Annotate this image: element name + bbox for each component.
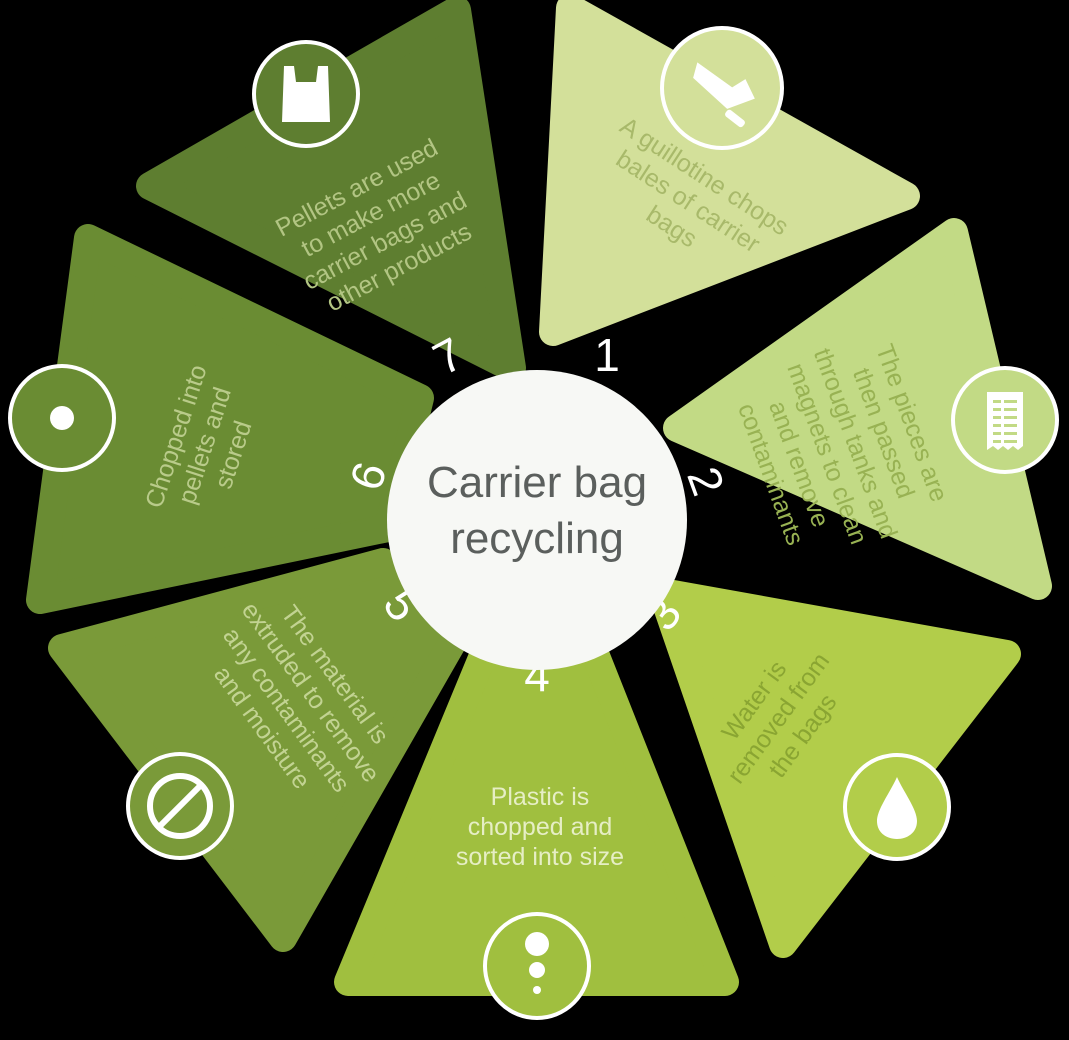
water-drop-icon bbox=[877, 777, 917, 839]
cleaver-icon bbox=[693, 62, 755, 128]
center-title-line2: recycling bbox=[450, 514, 624, 563]
receipt-icon bbox=[987, 392, 1023, 450]
center-hub: Carrier bag recycling bbox=[387, 370, 687, 670]
no-entry-icon bbox=[147, 773, 213, 839]
carrier-bag-icon bbox=[282, 66, 330, 122]
step-description-line: Plastic is bbox=[491, 783, 590, 811]
step-description-line: chopped and bbox=[468, 813, 613, 841]
step-segment-7: Pellets are usedto make morecarrier bags… bbox=[136, 0, 526, 385]
center-title-line1: Carrier bag bbox=[427, 458, 647, 507]
center-circle bbox=[387, 370, 687, 670]
step-number: 1 bbox=[594, 329, 620, 381]
sorting-dots-icon bbox=[525, 932, 549, 994]
pellet-icon bbox=[50, 406, 74, 430]
step-description-line: sorted into size bbox=[456, 843, 624, 871]
